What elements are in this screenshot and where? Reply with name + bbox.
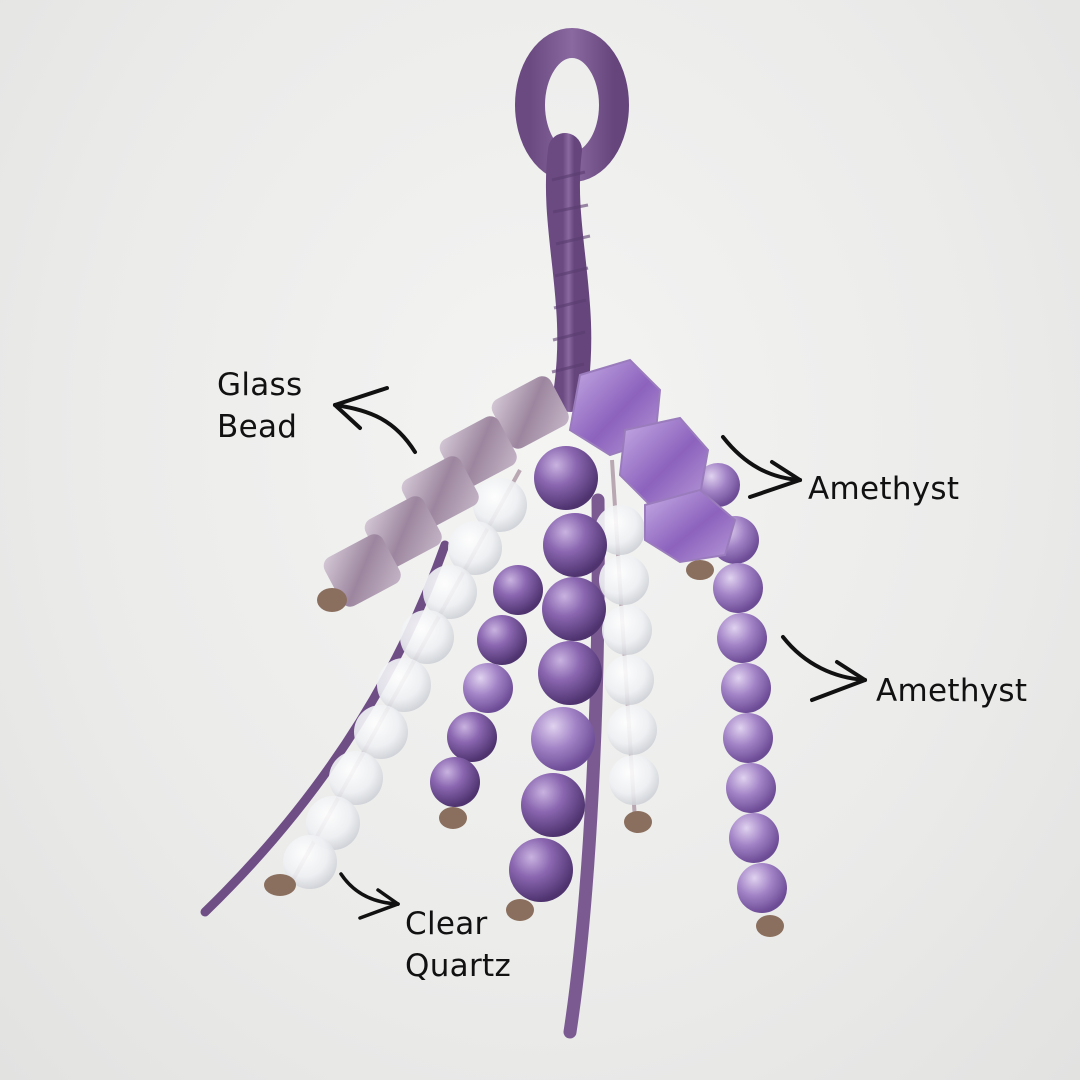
label-clear-quartz-line2: Quartz — [405, 948, 512, 984]
label-amethyst-2-line1: Amethyst — [876, 673, 1028, 709]
faceted-amethyst-nuggets — [568, 358, 737, 580]
label-glass-bead-line1: Glass — [217, 367, 303, 403]
braided-suede-loop — [515, 28, 629, 412]
arrow-amethyst-2-icon — [781, 635, 867, 702]
amethyst-strand-small — [430, 565, 543, 829]
label-amethyst-1-line1: Amethyst — [808, 471, 960, 507]
glass-bead-strand — [317, 376, 569, 612]
arrow-amethyst-1-icon — [721, 435, 802, 499]
label-amethyst-2: Amethyst — [876, 670, 1027, 712]
arrow-clear-quartz-icon — [339, 872, 400, 920]
amethyst-strand-large — [506, 446, 607, 921]
label-clear-quartz: Clear Quartz — [405, 903, 511, 987]
label-glass-bead: Glass Bead — [217, 364, 302, 448]
arrow-glass-bead-icon — [333, 386, 417, 454]
suede-strands — [200, 493, 605, 1039]
clear-quartz-strand-center — [595, 459, 659, 833]
label-amethyst-1: Amethyst — [808, 468, 959, 510]
clear-quartz-strand-left — [264, 469, 527, 896]
amethyst-strand-right — [696, 463, 787, 937]
label-glass-bead-line2: Bead — [217, 409, 298, 445]
label-clear-quartz-line1: Clear — [405, 906, 488, 942]
